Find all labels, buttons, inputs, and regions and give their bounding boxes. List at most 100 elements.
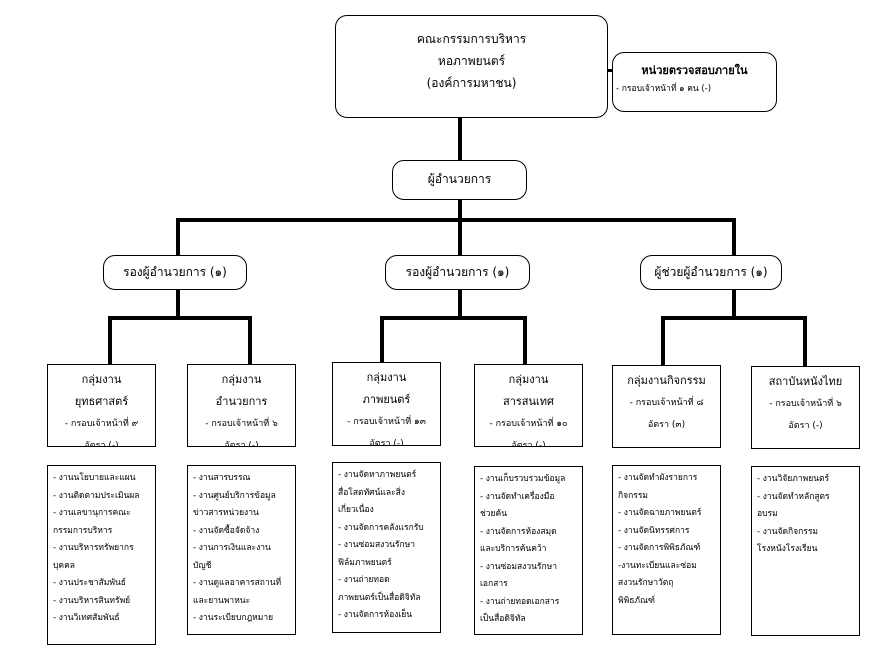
connector (803, 316, 807, 366)
task-item: - งานสารบรรณ (193, 473, 251, 483)
task-item: กิจกรรม (618, 490, 649, 501)
deputy-box: รองผู้อำนวยการ (๑) (385, 255, 530, 290)
group-title: สถาบันหนังไทย (768, 375, 843, 388)
task-item: เกี่ยวเนื่อง (338, 505, 374, 515)
group-rate: อัตรา (๓) (647, 420, 686, 430)
task-item: - งานจัดการคลังแรกรับ (338, 522, 424, 533)
group-box: กลุ่มงานยุทธศาสตร์- กรอบเจ้าหน้าที่ ๙อัต… (47, 364, 156, 447)
task-item: - งานจัดการห้องเย็น (338, 610, 413, 620)
task-item: - งานจัดการห้องสมุด (480, 526, 557, 537)
task-item: - งานถ่ายทอดเอกสาร (480, 596, 560, 607)
task-item: - งานเลขานุการคณะ (53, 508, 131, 518)
task-item: อบรม (757, 509, 778, 519)
deputy-title: ผู้ช่วยผู้อำนวยการ (๑) (654, 265, 768, 279)
connector (458, 118, 462, 160)
task-item: และบริการค้นคว้า (480, 544, 547, 554)
group-subtitle: สารสนเทศ (502, 395, 555, 408)
group-staff: - กรอบเจ้าหน้าที่ ๑๐ (489, 419, 568, 429)
task-item: ช่วยค้น (480, 509, 508, 519)
director-title: ผู้อำนวยการ (427, 172, 492, 186)
task-list-box: - งานเก็บรวบรวมข้อมูล - งานจัดทำเครื่องมื… (474, 466, 583, 635)
connector (380, 316, 527, 320)
group-rate: อัตรา (-) (788, 421, 823, 431)
task-item: - งานวิจัยภาพยนตร์ (757, 474, 830, 484)
task-item: - งานจัดซื้อจัดจ้าง (193, 525, 260, 536)
task-item: ฟิล์มภาพยนตร์ (338, 557, 392, 568)
group-box: กลุ่มงานอำนวยการ- กรอบเจ้าหน้าที่ ๖อัตรา… (187, 364, 296, 447)
group-box: กลุ่มงานกิจกรรม - กรอบเจ้าหน้าที่ ๘อัตรา … (612, 365, 721, 448)
director-box: ผู้อำนวยการ (392, 160, 527, 200)
group-rate: อัตรา (-) (511, 441, 546, 447)
task-item: - งานเก็บรวบรวมข้อมูล (480, 474, 566, 484)
task-list-box: - งานวิจัยภาพยนตร์ - งานจัดทำหลักสูตรอบรม… (751, 466, 860, 636)
task-item: - งานจัดกิจกรรม (757, 526, 819, 537)
task-item: - งานจัดฉายภาพยนตร์ (618, 508, 702, 518)
group-staff: - กรอบเจ้าหน้าที่ ๖ (205, 419, 278, 429)
task-item: -งานทะเบียนและซ่อม (618, 560, 697, 571)
deputy-title: รองผู้อำนวยการ (๑) (123, 265, 227, 279)
board-type: (องค์การมหาชน) (426, 76, 517, 90)
connector (523, 316, 527, 364)
task-item: - งานวิเทศสัมพันธ์ (53, 613, 120, 623)
group-title: กลุ่มงาน (81, 373, 122, 386)
task-item: - งานบริหารทรัพยากร (53, 543, 134, 553)
connector (248, 316, 252, 364)
group-rate: อัตรา (-) (224, 441, 259, 447)
board-subtitle: หอภาพยนตร์ (437, 54, 506, 68)
group-subtitle: ภาพยนตร์ (362, 393, 411, 406)
assistant-director-box: ผู้ช่วยผู้อำนวยการ (๑) (640, 255, 782, 290)
group-title: กลุ่มงาน (366, 371, 407, 384)
connector (458, 290, 462, 318)
board-box: คณะกรรมการบริหาร หอภาพยนตร์ (องค์การมหาช… (335, 15, 608, 118)
task-item: - งานจัดนิทรรศการ (618, 525, 690, 536)
board-title: คณะกรรมการบริหาร (416, 32, 527, 46)
group-title: กลุ่มงานกิจกรรม (627, 374, 706, 387)
group-title: กลุ่มงาน (508, 373, 549, 386)
task-list-box: - งานนโยบายและแผน- งานติดตามประเมินผล- ง… (47, 465, 156, 645)
task-item: - งานศูนย์บริการข้อมูล (193, 490, 276, 501)
group-box: สถาบันหนังไทย - กรอบเจ้าหน้าที่ ๖อัตรา (-… (751, 366, 860, 449)
task-item: - งานดูแลอาคารสถานที่ (193, 578, 282, 588)
task-item: สื่อโสตทัศน์และสิ่ง (338, 487, 405, 498)
task-item: - งานจัดการพิพิธภัณฑ์ (618, 543, 701, 553)
task-item: - งานซ่อมสงวนรักษา (338, 540, 415, 550)
connector (176, 218, 736, 222)
task-item: - งานซ่อมสงวนรักษา (480, 561, 557, 572)
connector (608, 69, 613, 72)
group-staff: - กรอบเจ้าหน้าที่ ๖ (769, 399, 842, 409)
task-item: - งานถ่ายทอด (338, 575, 390, 585)
connector (661, 316, 807, 320)
task-item: - งานบริหารสินทรัพย์ (53, 595, 131, 606)
task-item: - งานประชาสัมพันธ์ (53, 578, 126, 588)
group-staff: - กรอบเจ้าหน้าที่ ๑๓ (347, 417, 426, 427)
task-item: โรงหนังโรงเรียน (757, 544, 818, 554)
task-item: - งานการเงินและงาน (193, 543, 271, 553)
task-item: เอกสาร (480, 579, 508, 589)
task-item: - งานระเบียบกฎหมาย (193, 613, 274, 623)
task-item: - งานจัดทำผังรายการ (618, 473, 698, 483)
deputy-title: รองผู้อำนวยการ (๑) (405, 265, 510, 279)
task-item: - งานจัดทำเครื่องมือ (480, 491, 555, 502)
task-list-box: - งานสารบรรณ- งานศูนย์บริการข้อมูลข่าวสา… (187, 465, 296, 635)
task-list-box: - งานจัดทำผังรายการกิจกรรม - งานจัดฉายภาพ… (612, 465, 721, 635)
connector (458, 218, 462, 255)
group-rate: อัตรา (-) (369, 439, 404, 446)
task-item: - งานติดตามประเมินผล (53, 490, 140, 501)
group-box: กลุ่มงานสารสนเทศ - กรอบเจ้าหน้าที่ ๑๐อัตร… (474, 364, 583, 447)
group-box: กลุ่มงานภาพยนตร์ - กรอบเจ้าหน้าที่ ๑๓อัตร… (332, 362, 441, 446)
task-list-box: - งานจัดหาภาพยนตร์สื่อโสตทัศน์และสิ่งเกี… (332, 462, 441, 633)
task-item: ภาพยนตร์เป็นสื่อดิจิทัล (338, 592, 421, 603)
task-item: - งานจัดหาภาพยนตร์ (338, 470, 417, 480)
task-item: - งานจัดทำหลักสูตร (757, 491, 830, 502)
connector (176, 290, 180, 318)
group-subtitle: ยุทธศาสตร์ (74, 395, 129, 408)
task-item: กรรมการบริหาร (53, 525, 113, 536)
connector (108, 316, 112, 364)
task-item: บัญชี (193, 560, 212, 571)
connector (732, 218, 736, 255)
task-item: บุคคล (53, 560, 75, 571)
audit-staff: - กรอบเจ้าหน้าที่ ๑ คน (-) (616, 84, 712, 94)
group-staff: - กรอบเจ้าหน้าที่ ๘ (629, 398, 704, 408)
group-subtitle: อำนวยการ (215, 395, 268, 408)
group-staff: - กรอบเจ้าหน้าที่ ๙ (64, 419, 139, 429)
